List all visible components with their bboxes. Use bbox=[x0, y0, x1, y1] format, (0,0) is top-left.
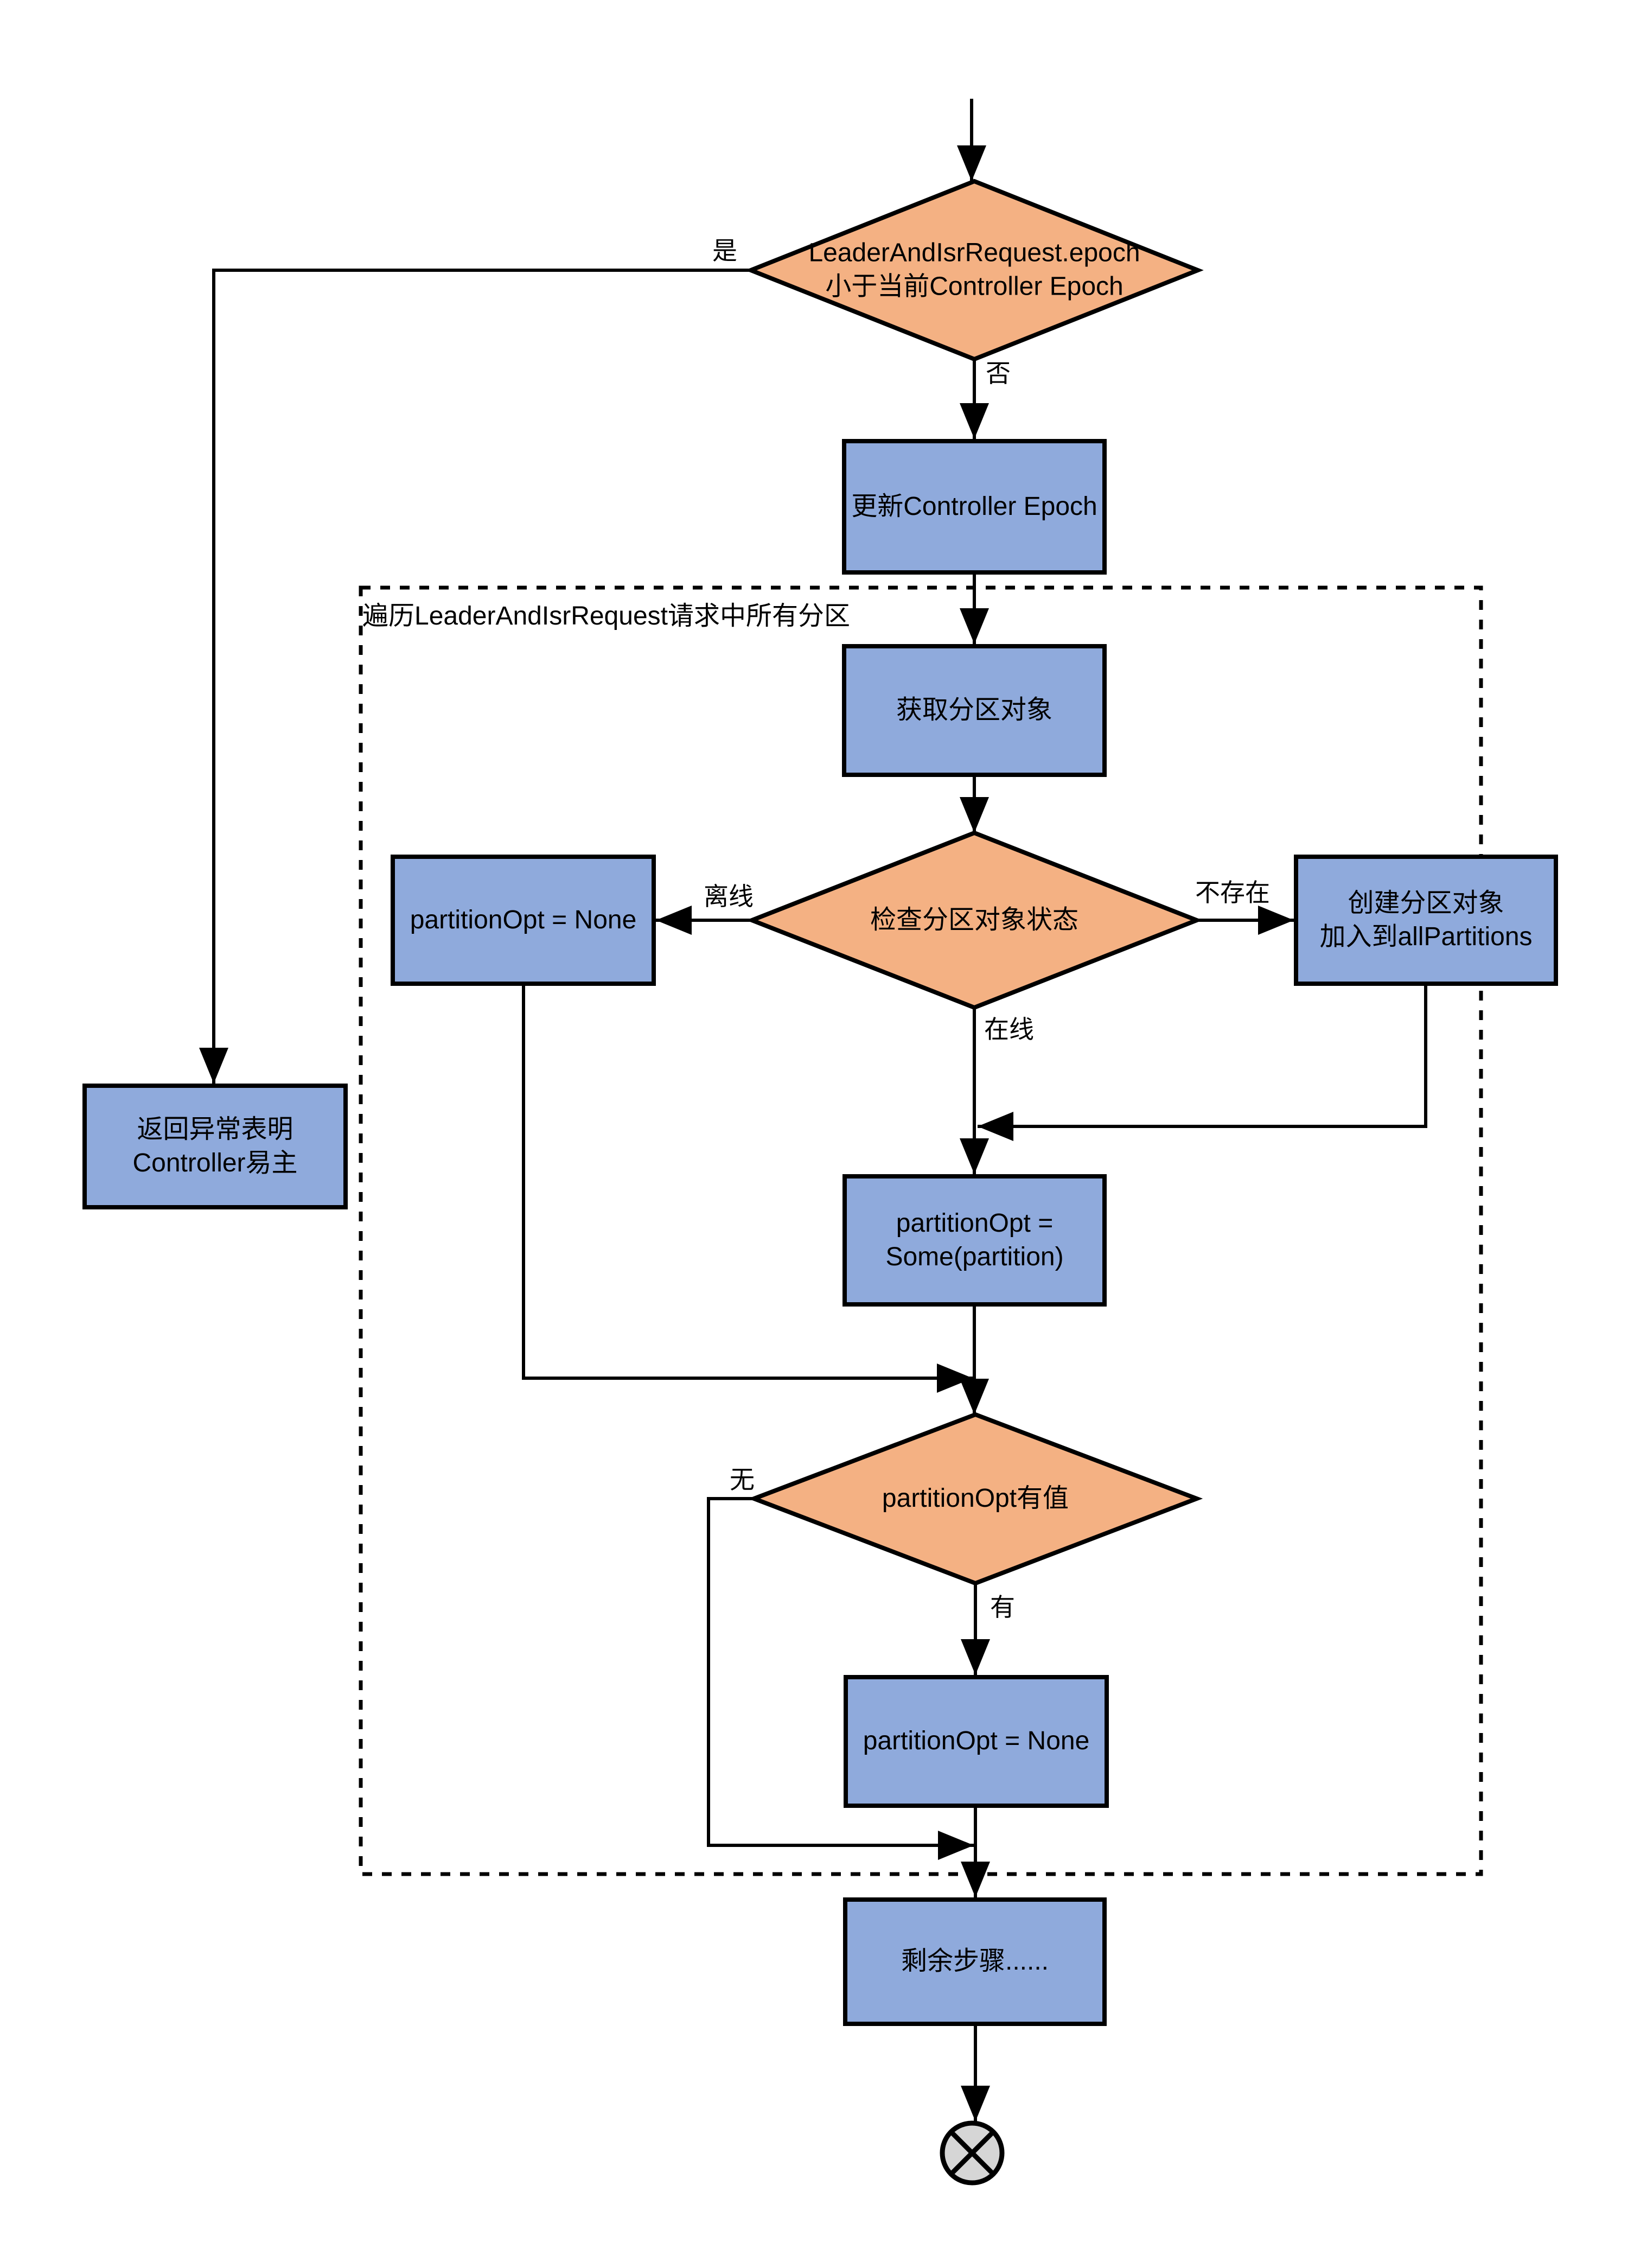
edge-label-some: 有 bbox=[990, 1593, 1015, 1621]
end-terminator-icon bbox=[940, 2120, 1005, 2186]
edge-none-offline-merge bbox=[522, 986, 973, 1393]
decision-epoch-check-label: LeaderAndIsrRequest.epoch 小于当前Controller… bbox=[808, 238, 1140, 301]
edge-label-offline: 离线 bbox=[704, 882, 754, 910]
loop-container-label: 遍历LeaderAndIsrRequest请求中所有分区 bbox=[362, 602, 850, 630]
edge-label-none: 无 bbox=[730, 1466, 755, 1494]
edge-yes-branch bbox=[199, 269, 751, 1084]
process-return-exception-controller-changed: 返回异常表明 Controller易主 bbox=[82, 1084, 348, 1209]
process-partition-opt-some: partitionOpt = Some(partition) bbox=[842, 1174, 1107, 1307]
edge-label-online: 在线 bbox=[984, 1015, 1034, 1043]
decision-partition-state-shape bbox=[746, 830, 1203, 1010]
edge-none-loop bbox=[707, 1497, 974, 1860]
decision-partition-opt-has-value-label: partitionOpt有值 bbox=[882, 1483, 1069, 1513]
decision-partition-state-label: 检查分区对象状态 bbox=[870, 905, 1078, 934]
decision-partition-opt-has-value-shape bbox=[748, 1412, 1203, 1586]
process-partition-opt-none-final: partitionOpt = None bbox=[844, 1675, 1109, 1808]
process-remaining-steps: 剩余步骤...... bbox=[843, 1897, 1107, 2026]
edge-label-no: 否 bbox=[986, 359, 1011, 387]
decision-epoch-check-shape bbox=[745, 179, 1204, 362]
loop-container-border bbox=[359, 585, 1483, 1876]
edge-label-yes: 是 bbox=[712, 237, 737, 265]
edge-create-merge bbox=[978, 986, 1427, 1141]
process-create-partition-object: 创建分区对象 加入到allPartitions bbox=[1294, 855, 1558, 986]
process-update-controller-epoch: 更新Controller Epoch bbox=[842, 439, 1107, 575]
edge-label-not-exist: 不存在 bbox=[1195, 878, 1270, 907]
process-get-partition-object: 获取分区对象 bbox=[842, 644, 1107, 777]
process-partition-opt-none-offline: partitionOpt = None bbox=[391, 855, 656, 986]
